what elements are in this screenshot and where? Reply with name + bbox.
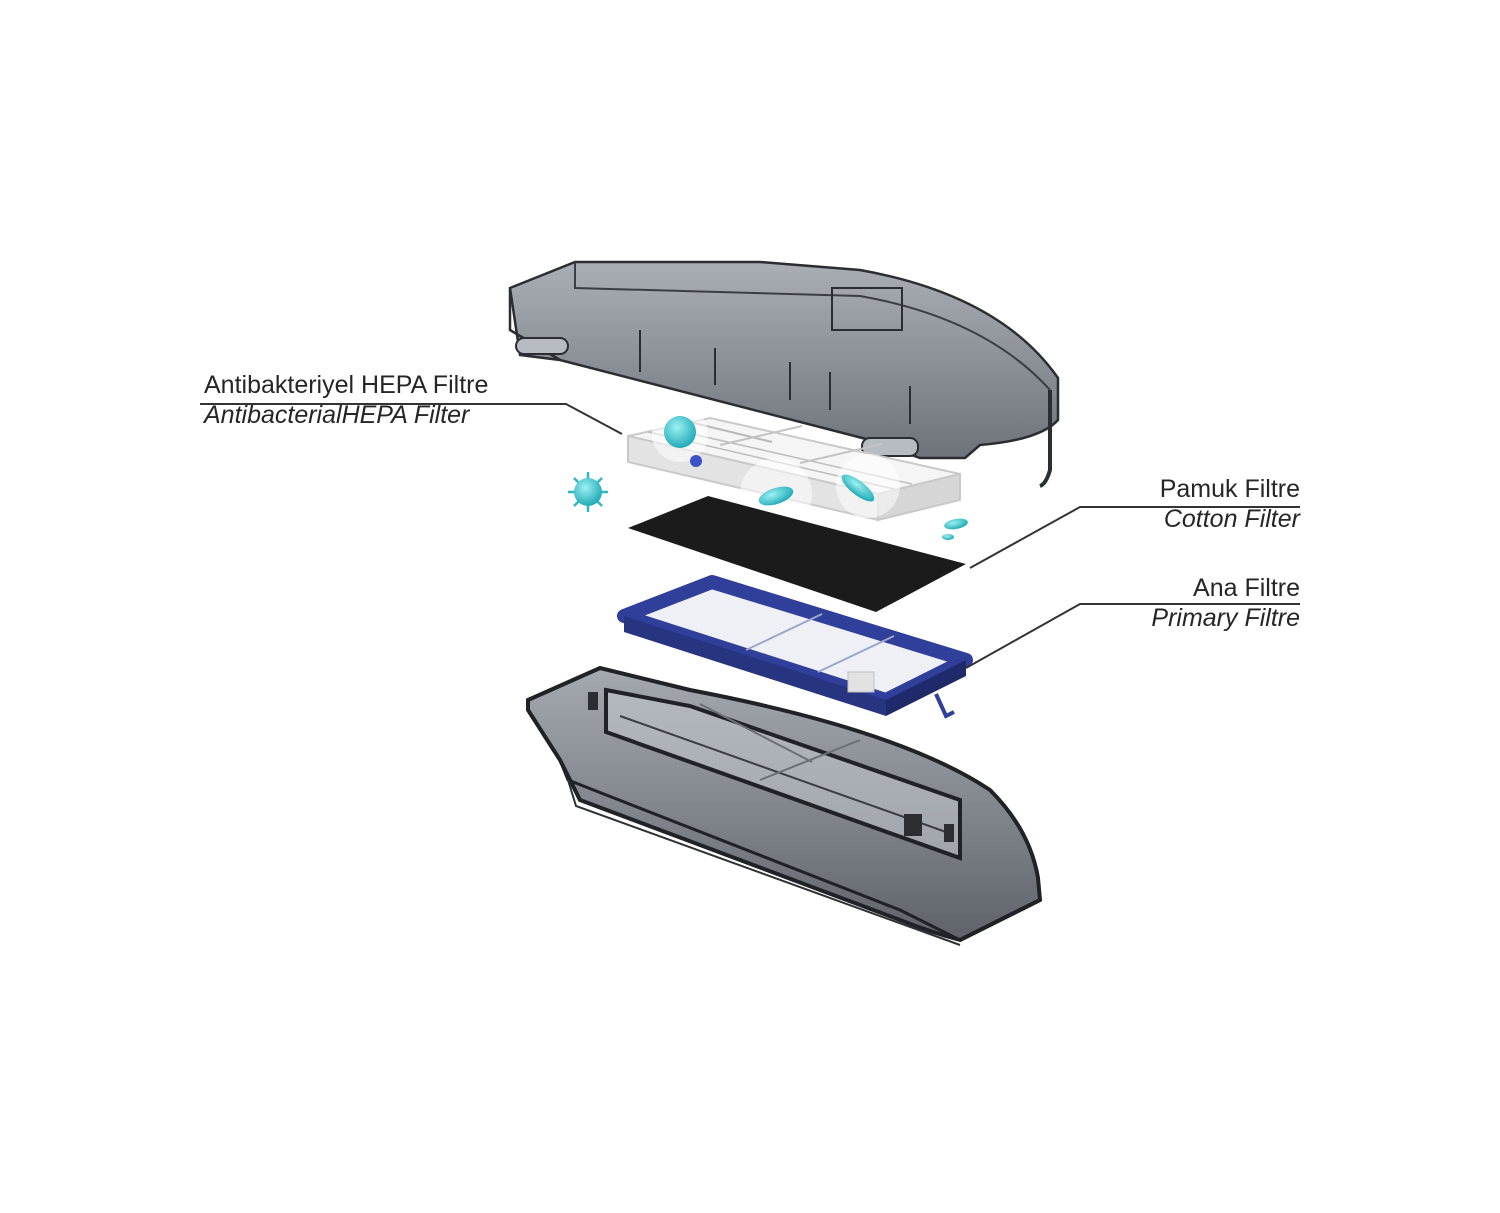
primary-filter-frame — [617, 575, 973, 719]
callout-primary-filter: Ana Filtre Primary Filtre — [1151, 573, 1300, 633]
callout-primary-tr: Ana Filtre — [1193, 574, 1300, 602]
callout-hepa-filter: Antibakteriyel HEPA Filtre Antibacterial… — [204, 370, 488, 430]
callout-cotton-filter: Pamuk Filtre Cotton Filter — [1160, 474, 1300, 534]
germ-particles — [568, 416, 968, 540]
cotton-filter — [628, 496, 966, 612]
callout-cotton-en: Cotton Filter — [1163, 505, 1300, 533]
callout-hepa-en: AntibacterialHEPA Filter — [204, 401, 470, 429]
leader-lines — [200, 403, 1300, 669]
top-lid — [508, 260, 1060, 488]
callout-hepa-tr: Antibakteriyel HEPA Filtre — [204, 371, 489, 399]
callout-primary-en: Primary Filtre — [1151, 604, 1300, 632]
leader-line-cotton — [969, 506, 1300, 569]
leader-line-hepa — [200, 403, 623, 435]
callout-cotton-tr: Pamuk Filtre — [1159, 475, 1300, 503]
leader-line-primary — [965, 603, 1300, 669]
dust-bin-container — [526, 665, 1043, 946]
